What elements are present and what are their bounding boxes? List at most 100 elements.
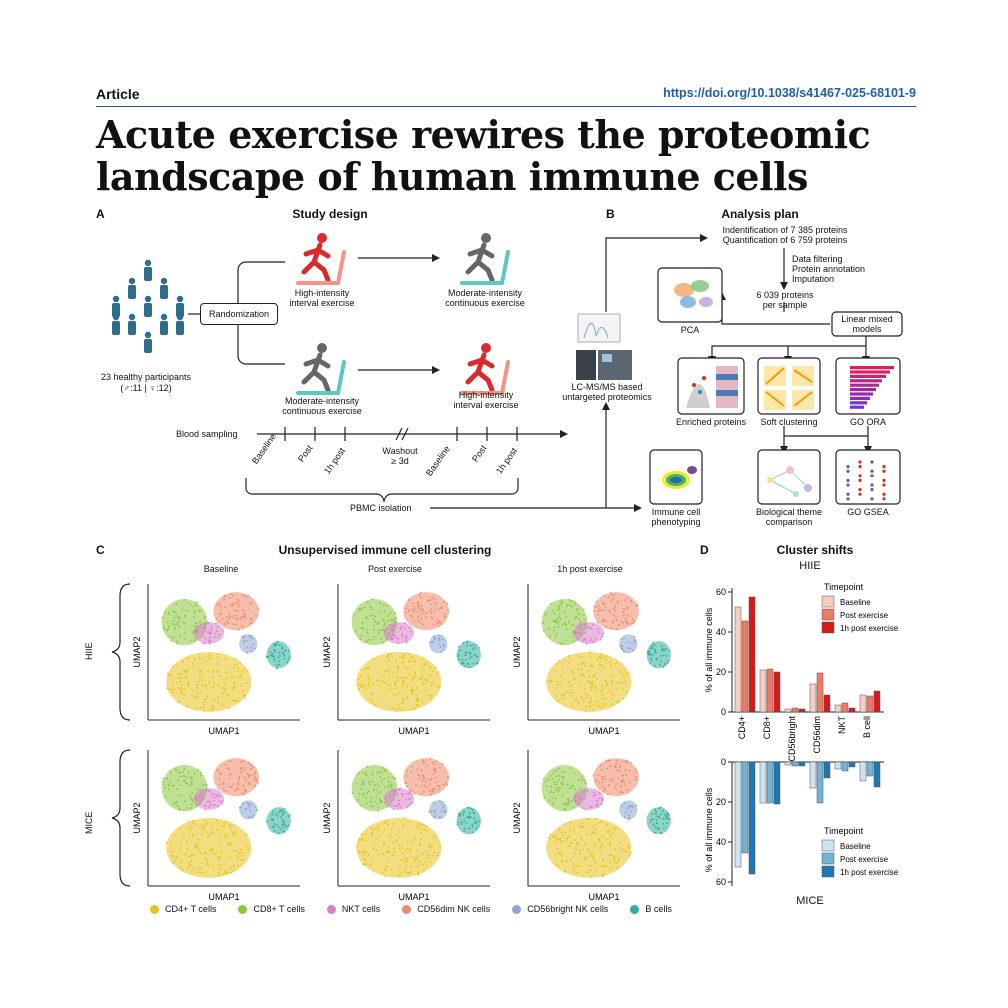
umap-cluster	[593, 592, 639, 631]
y-tick-label: 60	[716, 877, 726, 887]
gsea-dot	[882, 497, 886, 501]
gsea-dot	[846, 478, 850, 482]
umap-xlabel: UMAP1	[588, 892, 619, 902]
legend-swatch	[821, 595, 835, 608]
legend-swatch	[821, 621, 835, 634]
y-tick-label: 40	[716, 627, 726, 637]
bar-cd56bright	[784, 708, 792, 713]
bar-cd4	[748, 761, 756, 875]
legend-entry: 1h post exercise	[840, 624, 899, 633]
ident-line2: Quantification of 6 759 proteins	[722, 235, 848, 245]
participants-label: 23 healthy participants	[100, 372, 192, 382]
bio-line1: Biological theme	[755, 507, 823, 517]
bar-cd8	[766, 668, 774, 713]
gsea-dot	[858, 465, 862, 469]
y-tick-label: 60	[716, 587, 726, 597]
umap-cluster	[403, 757, 450, 797]
lmm-line2: models	[852, 324, 882, 334]
go-ora-bar	[850, 405, 864, 409]
bar-bcell	[866, 761, 874, 777]
bar-cd4	[741, 761, 749, 854]
panel-d-title: Cluster shifts	[776, 543, 854, 557]
bar-cd56bright	[791, 761, 799, 767]
bar-cd4	[748, 596, 756, 713]
bar-cd8	[773, 761, 781, 805]
bar-cd4	[734, 761, 742, 868]
soft-clustering-label: Soft clustering	[760, 417, 818, 427]
ident-line1: Indentification of 7 385 proteins	[722, 225, 848, 235]
panel-c-title: Unsupervised immune cell clustering	[278, 543, 492, 557]
umap-cluster	[356, 652, 442, 712]
y-tick-label: 20	[716, 667, 726, 677]
gsea-dot	[858, 488, 862, 492]
legend-entry: Post exercise	[840, 855, 889, 864]
gsea-dot	[882, 478, 886, 482]
bar-bcell	[873, 690, 881, 713]
legend-dot-cd56bright	[512, 904, 522, 914]
bar-cd56bright	[784, 761, 792, 766]
umap-ylabel: UMAP2	[512, 636, 522, 667]
person-icon	[112, 295, 120, 317]
y-tick-label: 0	[721, 757, 726, 767]
blood-sampling-label: Blood sampling	[176, 429, 238, 439]
go-gsea-thumbnail	[846, 460, 886, 501]
legend-swatch	[821, 608, 835, 621]
panel-b-letter: B	[606, 207, 615, 221]
mice-label-1-line2: continuous exercise	[445, 298, 525, 308]
header-rule	[96, 106, 916, 107]
immune-line1: Immune cell	[651, 507, 701, 517]
category-label: CD56bright	[787, 716, 797, 762]
gsea-dot	[870, 497, 874, 501]
panel-a-letter: A	[96, 207, 105, 221]
gsea-dot	[846, 492, 850, 496]
bar-cd56bright	[798, 708, 806, 713]
bar-nkt	[834, 704, 842, 713]
bar-nkt	[841, 761, 849, 772]
umap-cluster	[646, 641, 671, 669]
immune-line2: phenotyping	[651, 517, 701, 527]
lcms-line1: LC-MS/MS based	[571, 382, 643, 392]
go-ora-bar	[850, 396, 870, 400]
gsea-dot	[870, 474, 874, 478]
category-label: B cell	[862, 716, 872, 738]
article-title: Acute exercise rewires the proteomic lan…	[96, 114, 936, 198]
person-icon	[128, 277, 136, 299]
bar-bcell	[859, 694, 867, 713]
bar-cd56dim	[816, 672, 824, 713]
legend-entry: Post exercise	[840, 611, 889, 620]
gsea-dot	[882, 469, 886, 473]
umap-cluster	[266, 807, 291, 835]
go-ora-bar	[850, 370, 890, 374]
umap-ylabel: UMAP2	[512, 802, 522, 833]
legend-cd4: CD4+ T cells	[150, 904, 216, 914]
legend-label-cd8: CD8+ T cells	[253, 904, 305, 914]
gsea-dot	[858, 474, 862, 478]
legend-entry: 1h post exercise	[840, 868, 899, 877]
cell-type-legend: CD4+ T cells CD8+ T cells NKT cells CD56…	[150, 904, 672, 914]
person-icon	[144, 331, 152, 353]
person-icon	[144, 295, 152, 317]
umap-cluster	[546, 817, 632, 878]
umap-xlabel: UMAP1	[398, 892, 429, 902]
doi-link[interactable]: https://doi.org/10.1038/s41467-025-68101…	[663, 86, 916, 100]
umap-cluster	[356, 817, 442, 878]
legend-entry: Baseline	[840, 842, 871, 851]
umap-cluster	[238, 800, 258, 820]
washout-line2: ≥ 3d	[391, 456, 409, 466]
legend-cd8: CD8+ T cells	[238, 904, 305, 914]
umap-ylabel: UMAP2	[322, 636, 332, 667]
pbmc-label: PBMC isolation	[350, 503, 412, 513]
bar-bcell	[873, 761, 881, 788]
volcano-thumbnail	[686, 366, 738, 408]
treadmill-mice-1	[460, 233, 510, 285]
lmm-line1: Linear mixed	[841, 314, 893, 324]
